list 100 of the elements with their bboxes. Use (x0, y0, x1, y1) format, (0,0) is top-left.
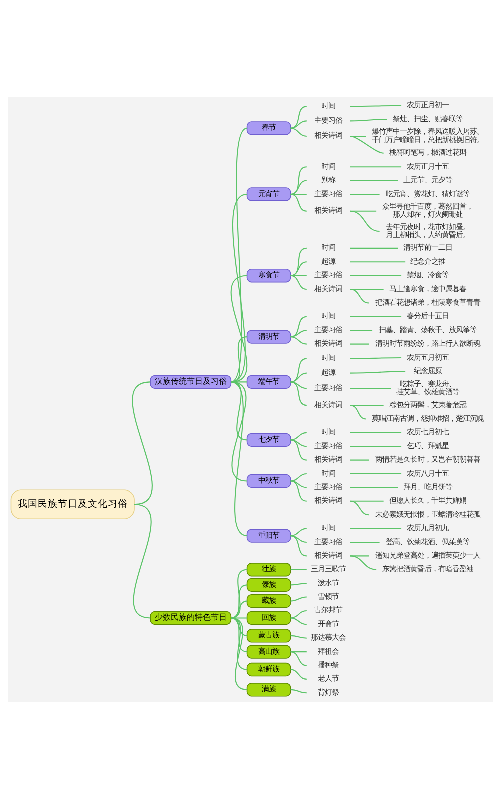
node-text: 别称 (322, 175, 336, 184)
node-text: 相关诗词 (314, 550, 343, 560)
connector (350, 261, 406, 262)
connector (350, 404, 384, 406)
node-text: 纪念屈原 (414, 366, 442, 375)
connector (290, 668, 307, 680)
node-box: 朝鲜族 (246, 662, 292, 676)
node-text: 上元节、元夕等 (404, 175, 453, 184)
connector (290, 193, 307, 212)
node-text: 遥知兄弟登高处，遍插茱萸少一人 (376, 550, 481, 560)
node-text: 清明时节雨纷纷，路上行人欲断魂 (376, 338, 481, 348)
node-text: 开斋节 (318, 618, 340, 628)
connector (350, 316, 402, 317)
connector (350, 166, 402, 168)
connector (290, 439, 307, 447)
node-text: 主要习俗 (314, 440, 343, 450)
connector (350, 330, 373, 331)
node-text: 播种祭 (318, 660, 340, 670)
connector (350, 135, 366, 136)
connector (290, 634, 307, 638)
node-text: 三月三歌节 (311, 564, 346, 574)
node-text: 未必素娥无怅恨，玉蟾清冷桂花孤 (376, 509, 481, 518)
node-box: 重阳节 (246, 528, 292, 542)
node-text: 时间 (322, 161, 336, 170)
connector (290, 610, 307, 618)
connector (290, 127, 307, 136)
node-text: 时间 (322, 427, 336, 436)
node-text: 春分后十五日 (407, 311, 450, 320)
connector (350, 104, 402, 107)
node-text: 但愿人长久，千里共婵娟 (390, 496, 467, 505)
connector (290, 582, 307, 586)
node-text: 相关诗词 (314, 284, 343, 293)
node-text: 农历正月初一 (407, 100, 450, 110)
connector (350, 135, 384, 154)
node-text: 农历八月十五 (407, 468, 450, 478)
connector (350, 486, 398, 488)
node-box: 汉族传统节日及习俗 (150, 374, 232, 389)
connector (230, 381, 248, 536)
node-text: 主要习俗 (314, 482, 343, 491)
connector (350, 370, 406, 374)
node-text: 相关诗词 (314, 130, 343, 140)
connector (290, 381, 307, 389)
node-text: 乞巧、拜魁星 (407, 440, 450, 450)
connector (350, 288, 370, 304)
node-text: 祭灶、扫尘、贴春联等 (393, 114, 464, 123)
node-text: 东篱把酒黄昏后，有暗香盈袖 (382, 564, 474, 574)
connector (290, 180, 307, 194)
node-box: 满族 (246, 682, 292, 696)
node-text: 主要习俗 (314, 324, 343, 334)
node-box: 高山族 (246, 644, 292, 658)
node-text: 马上逢寒食，途中属暮春 (390, 284, 467, 293)
node-text: 吃元宵、赏花灯、猜灯谜等 (386, 188, 470, 198)
connector (290, 651, 307, 666)
node-text: 相关诗词 (314, 400, 343, 409)
connector (290, 568, 307, 570)
node-text: 把酒看花想诸弟，杜陵寒食草青青 (376, 298, 481, 307)
connector (350, 500, 384, 502)
node-text: 背灯祭 (318, 687, 340, 696)
connector (350, 388, 392, 389)
node-text: 老人节 (318, 674, 340, 683)
connector (231, 617, 248, 652)
node-text: 登高、饮菊花酒、佩茱萸等 (386, 536, 470, 546)
connector (290, 166, 307, 194)
node-box: 藏族 (246, 594, 292, 608)
connector (290, 358, 307, 382)
connector (230, 274, 248, 382)
connector (350, 528, 402, 529)
connector (231, 617, 248, 690)
connector (350, 459, 370, 460)
node-text: 时间 (322, 242, 336, 252)
connector (231, 617, 248, 636)
node-text: 莫唱江南古调，怨抑难招，楚江沉魄 (372, 414, 484, 423)
connector (350, 343, 370, 344)
node-text: 吃粽子、赛龙舟、挂艾草、饮雄黄酒等 (396, 378, 460, 396)
node-text: 相关诗词 (314, 338, 343, 348)
node-box: 中秋节 (246, 474, 292, 488)
connector (350, 555, 377, 570)
connector (133, 504, 152, 618)
connector (350, 541, 380, 543)
node-text: 禁烟、冷食等 (407, 270, 450, 280)
node-box: 端午节 (246, 374, 292, 389)
connector (290, 651, 307, 652)
connector (350, 118, 388, 122)
node-text: 时间 (322, 523, 336, 532)
connector (350, 274, 402, 276)
node-text: 主要习俗 (314, 536, 343, 546)
connector (290, 193, 307, 194)
connector (290, 120, 307, 128)
node-text: 农历正月十五 (407, 161, 450, 170)
connector (350, 555, 370, 556)
node-text: 古尔邦节 (314, 605, 343, 614)
node-text: 相关诗词 (314, 454, 343, 464)
connector (290, 274, 307, 276)
connector (290, 330, 307, 338)
connector (231, 381, 248, 482)
node-text: 纪念介之推 (410, 256, 446, 266)
node-text: 桃符呵笔写，椒酒过花斟 (390, 148, 467, 157)
node-text: 农历五月初五 (407, 352, 450, 362)
connector (132, 381, 153, 505)
connector (231, 381, 248, 440)
